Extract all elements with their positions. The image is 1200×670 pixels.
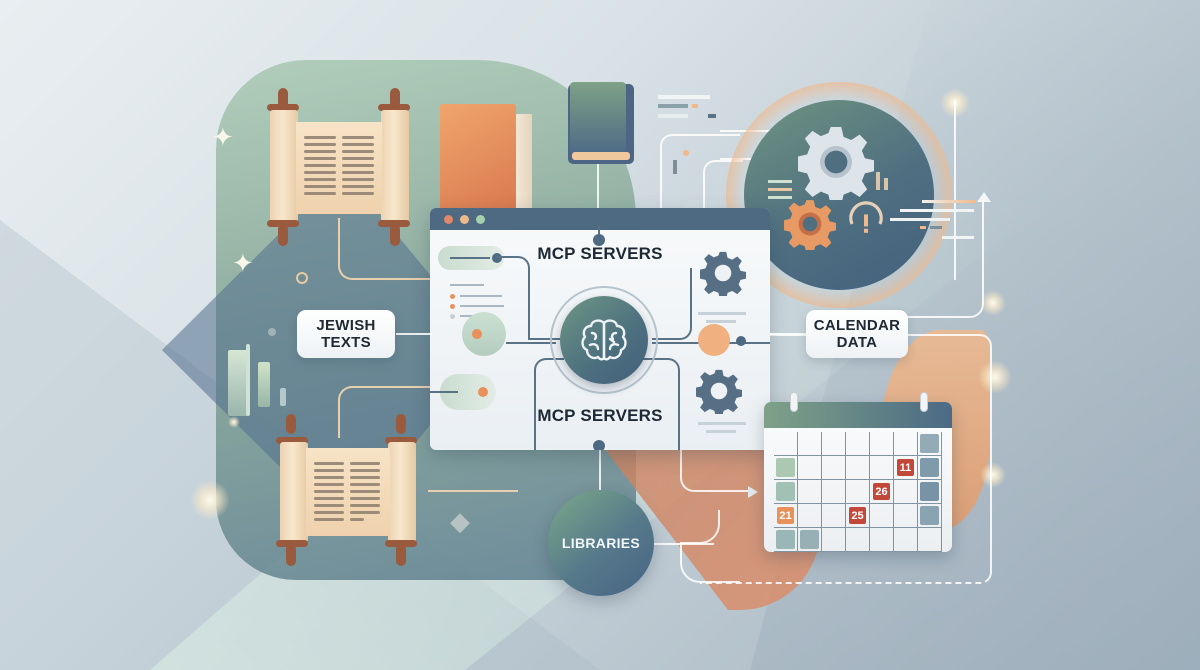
calendar-day-cell bbox=[822, 480, 846, 504]
toggle-pill[interactable] bbox=[438, 246, 504, 270]
gear-outline-icon bbox=[849, 201, 883, 233]
gear-icon bbox=[798, 127, 874, 200]
calendar-highlight-date: 26 bbox=[873, 483, 890, 500]
window-maximize-dot[interactable] bbox=[476, 214, 485, 224]
sparkle-icon: ✦ bbox=[232, 248, 254, 278]
calendar-day-cell: 26 bbox=[870, 480, 894, 504]
connector-libraries-curve bbox=[680, 543, 740, 583]
jewish-texts-line2: TEXTS bbox=[321, 334, 371, 351]
window-titlebar bbox=[430, 208, 770, 230]
calendar-day-cell bbox=[846, 432, 870, 456]
window-minimize-dot[interactable] bbox=[460, 214, 469, 224]
calendar-day-cell bbox=[846, 480, 870, 504]
calendar-highlight-date: 21 bbox=[777, 507, 794, 524]
glow-dot bbox=[980, 290, 1006, 316]
connector-bottom-scroll bbox=[338, 386, 438, 438]
calendar-day-cell: 25 bbox=[846, 504, 870, 528]
status-circle-orange bbox=[698, 324, 730, 356]
window-title-top: MCP SERVERS bbox=[537, 244, 663, 263]
calendar-day-cell bbox=[822, 456, 846, 480]
calendar-day-cell bbox=[798, 480, 822, 504]
gear-disc bbox=[744, 100, 934, 290]
radial-arc bbox=[550, 286, 658, 394]
calendar-day-cell bbox=[846, 456, 870, 480]
connector-top bbox=[703, 160, 743, 208]
connector-jewish-texts bbox=[338, 218, 438, 280]
sparkle-icon: ◆ bbox=[450, 506, 470, 536]
calendar-day-cell: 21 bbox=[774, 504, 798, 528]
libraries-node[interactable]: LIBRARIES bbox=[548, 490, 654, 596]
sparkle-icon: ✦ bbox=[212, 122, 234, 152]
brain-icon bbox=[581, 319, 627, 361]
connector-libraries-curve-up bbox=[680, 510, 720, 544]
calendar-day-cell: 11 bbox=[894, 456, 918, 480]
calendar-ring bbox=[790, 392, 798, 412]
connector-window-to-calendar bbox=[680, 420, 754, 492]
calendar-day-cell bbox=[870, 456, 894, 480]
arrow-up-icon bbox=[977, 192, 991, 202]
calendar-grid: 11 26 21 25 bbox=[774, 432, 942, 552]
calendar-day-cell bbox=[894, 480, 918, 504]
ring-icon bbox=[296, 272, 308, 284]
calendar-day-cell bbox=[774, 480, 798, 504]
calendar-day-cell bbox=[798, 504, 822, 528]
calendar-day-cell bbox=[774, 432, 798, 456]
libraries-label: LIBRARIES bbox=[561, 535, 641, 551]
jewish-texts-line1: JEWISH bbox=[316, 317, 376, 334]
calendar-day-cell bbox=[822, 432, 846, 456]
calendar-day-cell bbox=[894, 432, 918, 456]
calendar-data-line1: CALENDAR bbox=[813, 317, 901, 334]
calendar-icon: 11 26 21 25 bbox=[764, 402, 952, 552]
calendar-day-cell bbox=[870, 432, 894, 456]
calendar-day-cell bbox=[822, 504, 846, 528]
glow-dot bbox=[978, 360, 1012, 394]
calendar-highlight-date: 25 bbox=[849, 507, 866, 524]
calendar-ring bbox=[920, 392, 928, 412]
info-marks bbox=[876, 172, 880, 190]
calendar-day-cell bbox=[918, 480, 942, 504]
gear-icon[interactable] bbox=[696, 368, 742, 414]
gear-icon[interactable] bbox=[700, 250, 746, 296]
gear-icon bbox=[784, 200, 836, 250]
calendar-data-node[interactable]: CALENDAR DATA bbox=[806, 310, 908, 358]
glow-dot bbox=[980, 462, 1006, 488]
calendar-day-cell bbox=[870, 504, 894, 528]
brain-node bbox=[560, 296, 648, 384]
calendar-highlight-date: 11 bbox=[897, 459, 914, 476]
calendar-day-cell bbox=[894, 504, 918, 528]
calendar-day-cell bbox=[918, 504, 942, 528]
arrow-right-icon bbox=[748, 486, 758, 498]
connector-scroll-to-window bbox=[428, 490, 518, 492]
calendar-day-cell bbox=[822, 528, 846, 552]
glow-dot bbox=[190, 480, 230, 520]
calendar-day-cell bbox=[894, 528, 918, 552]
connector-book-to-window bbox=[597, 164, 599, 210]
connector-right-up bbox=[900, 200, 984, 318]
window-title-bottom: MCP SERVERS bbox=[537, 406, 663, 425]
connector-calendar-to-window bbox=[770, 333, 806, 335]
connector-window-to-libraries bbox=[599, 450, 601, 490]
calendar-day-cell bbox=[774, 456, 798, 480]
window-close-dot[interactable] bbox=[444, 214, 453, 224]
calendar-day-cell bbox=[918, 528, 942, 552]
connector-top bbox=[660, 134, 740, 208]
calendar-day-cell bbox=[846, 528, 870, 552]
calendar-day-cell bbox=[798, 456, 822, 480]
jewish-texts-node[interactable]: JEWISH TEXTS bbox=[297, 310, 395, 358]
calendar-day-cell bbox=[798, 432, 822, 456]
calendar-day-cell bbox=[918, 456, 942, 480]
connector-jewish-to-window bbox=[396, 333, 432, 335]
calendar-day-cell bbox=[918, 432, 942, 456]
glow-dot bbox=[228, 416, 240, 428]
calendar-day-cell bbox=[798, 528, 822, 552]
calendar-day-cell bbox=[774, 528, 798, 552]
connector-right-vertical bbox=[954, 100, 956, 280]
calendar-data-line2: DATA bbox=[836, 334, 878, 351]
calendar-day-cell bbox=[870, 528, 894, 552]
mcp-server-window: MCP SERVERS MCP SERVERS bbox=[430, 208, 770, 450]
